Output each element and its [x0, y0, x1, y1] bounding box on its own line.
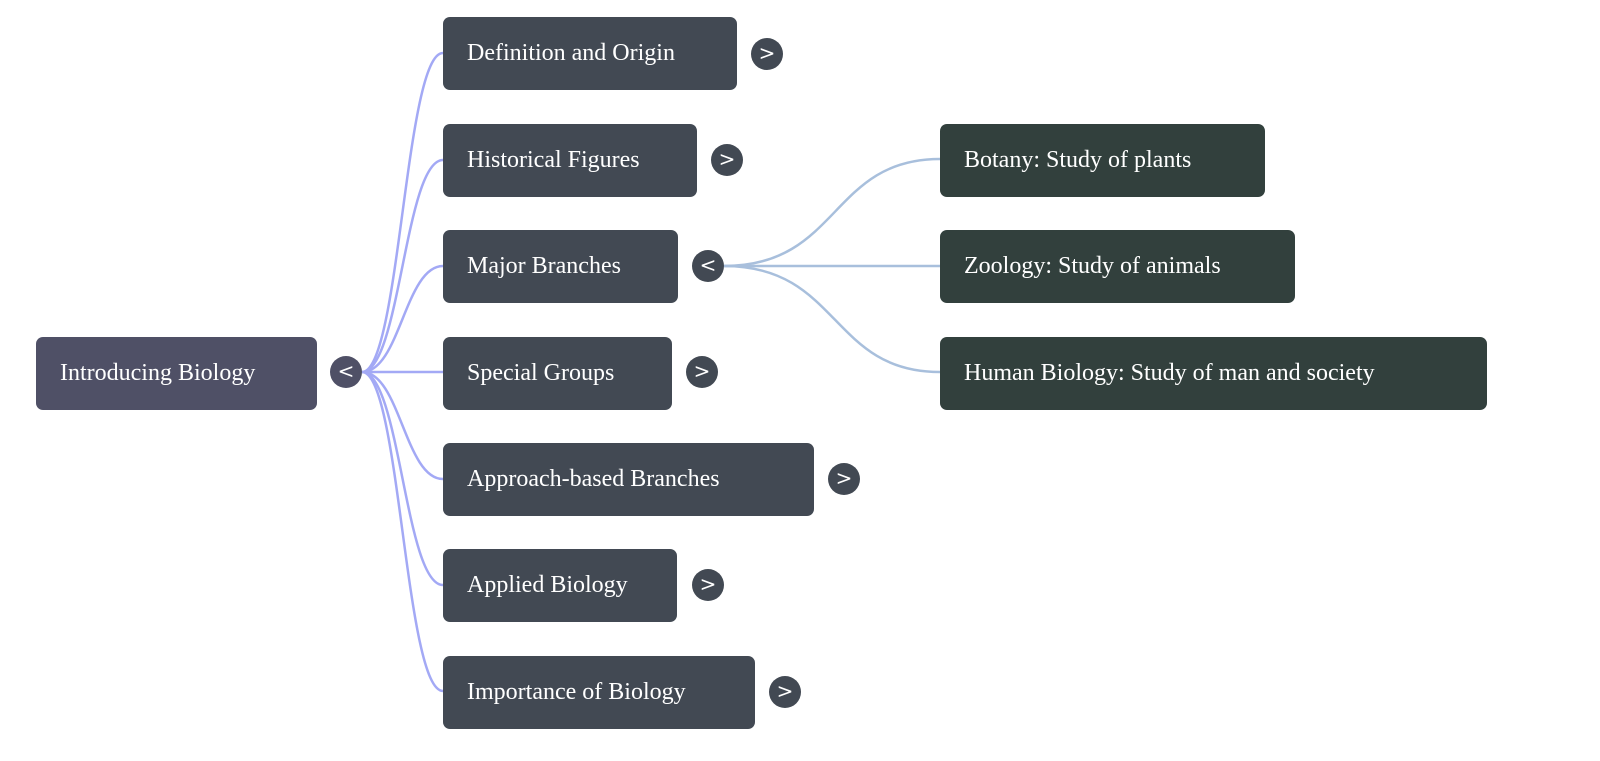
branch-applied-biology[interactable]: Applied Biology [443, 549, 677, 622]
collapse-toggle[interactable]: < [692, 250, 724, 282]
node-label: Historical Figures [467, 147, 640, 173]
node-label: Major Branches [467, 253, 621, 279]
collapse-toggle-root[interactable]: < [330, 356, 362, 388]
node-label: Zoology: Study of animals [964, 253, 1221, 279]
expand-toggle[interactable]: > [686, 356, 718, 388]
node-label: Approach-based Branches [467, 466, 720, 492]
leaf-zoology[interactable]: Zoology: Study of animals [940, 230, 1295, 303]
leaf-human-biology[interactable]: Human Biology: Study of man and society [940, 337, 1487, 410]
branch-historical-figures[interactable]: Historical Figures [443, 124, 697, 197]
node-label: Botany: Study of plants [964, 147, 1192, 173]
node-label: Introducing Biology [60, 360, 256, 386]
branch-definition-and-origin[interactable]: Definition and Origin [443, 17, 737, 90]
node-label: Definition and Origin [467, 40, 675, 66]
branch-special-groups[interactable]: Special Groups [443, 337, 672, 410]
expand-toggle[interactable]: > [711, 144, 743, 176]
link-human [723, 264, 941, 374]
branch-importance-of-biology[interactable]: Importance of Biology [443, 656, 755, 729]
expand-toggle[interactable]: > [692, 569, 724, 601]
link-botany [723, 157, 941, 268]
link-definition [361, 51, 444, 374]
root-node[interactable]: Introducing Biology [36, 337, 317, 410]
node-label: Human Biology: Study of man and society [964, 360, 1375, 386]
link-importance [361, 370, 444, 693]
link-major [361, 264, 444, 374]
link-approach [361, 370, 444, 481]
expand-toggle[interactable]: > [769, 676, 801, 708]
link-applied [361, 370, 444, 587]
expand-toggle[interactable]: > [828, 463, 860, 495]
expand-toggle[interactable]: > [751, 38, 783, 70]
branch-approach-based-branches[interactable]: Approach-based Branches [443, 443, 814, 516]
leaf-botany[interactable]: Botany: Study of plants [940, 124, 1265, 197]
node-label: Importance of Biology [467, 679, 686, 705]
branch-major-branches[interactable]: Major Branches [443, 230, 678, 303]
node-label: Applied Biology [467, 572, 628, 598]
node-label: Special Groups [467, 360, 615, 386]
link-historical [361, 158, 444, 374]
